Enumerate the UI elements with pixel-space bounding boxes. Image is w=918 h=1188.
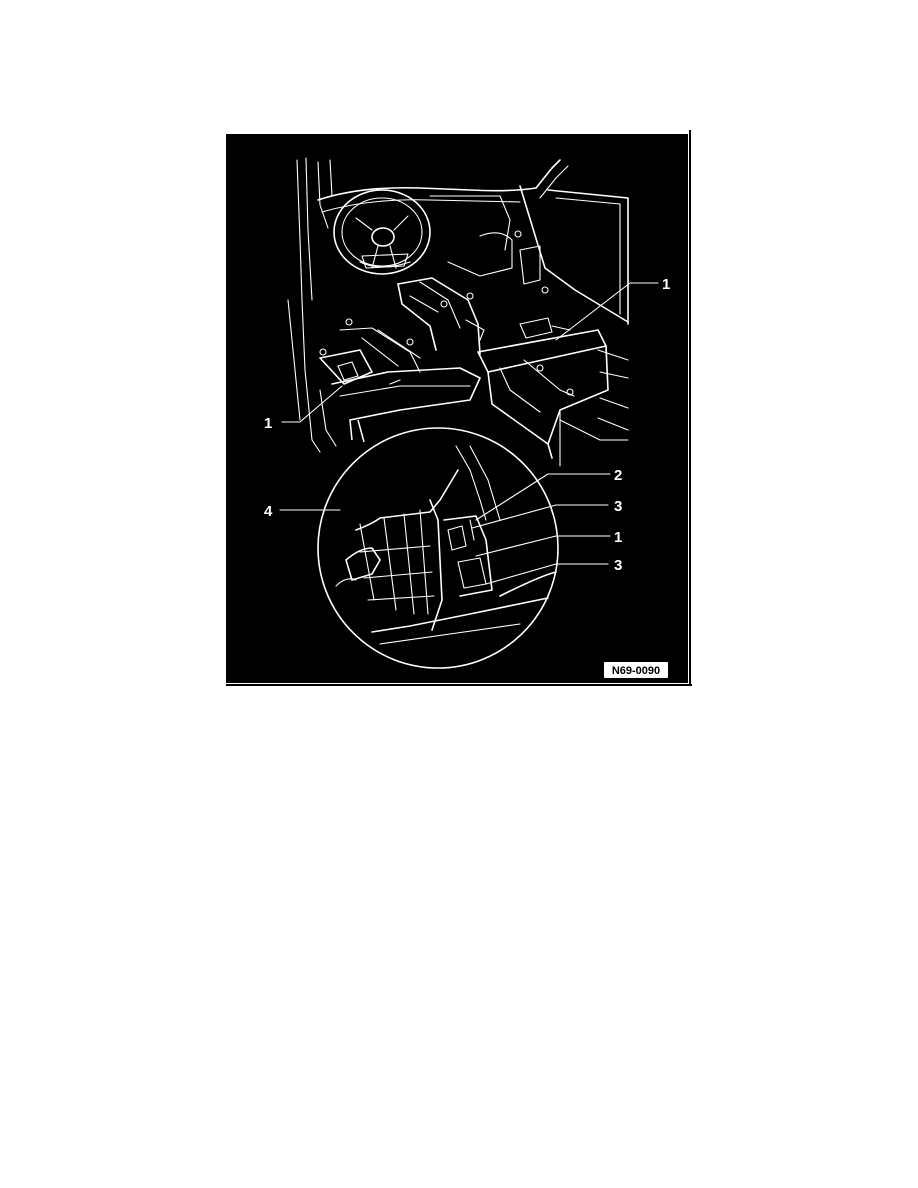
leader-1-detail bbox=[475, 535, 611, 557]
leader-2 bbox=[475, 473, 611, 521]
callout-3-lower: 3 bbox=[614, 557, 622, 574]
leader-1-left bbox=[281, 385, 343, 423]
reference-code: N69-0090 bbox=[612, 665, 660, 677]
vehicle-interior-drawing bbox=[279, 157, 659, 669]
leader-1-top-right bbox=[555, 282, 659, 341]
reference-badge bbox=[604, 662, 668, 678]
callout-2: 2 bbox=[614, 467, 622, 484]
diagram-panel bbox=[226, 134, 688, 683]
callout-1-left: 1 bbox=[264, 415, 272, 432]
callout-4: 4 bbox=[264, 503, 273, 520]
detail-magnifier bbox=[317, 427, 559, 669]
detail-content bbox=[335, 445, 557, 645]
callout-1-detail: 1 bbox=[614, 529, 622, 546]
leader-3-upper bbox=[471, 504, 609, 529]
leader-3-lower bbox=[485, 563, 609, 585]
callout-1-top-right: 1 bbox=[662, 276, 670, 293]
callout-3-upper: 3 bbox=[614, 498, 622, 515]
